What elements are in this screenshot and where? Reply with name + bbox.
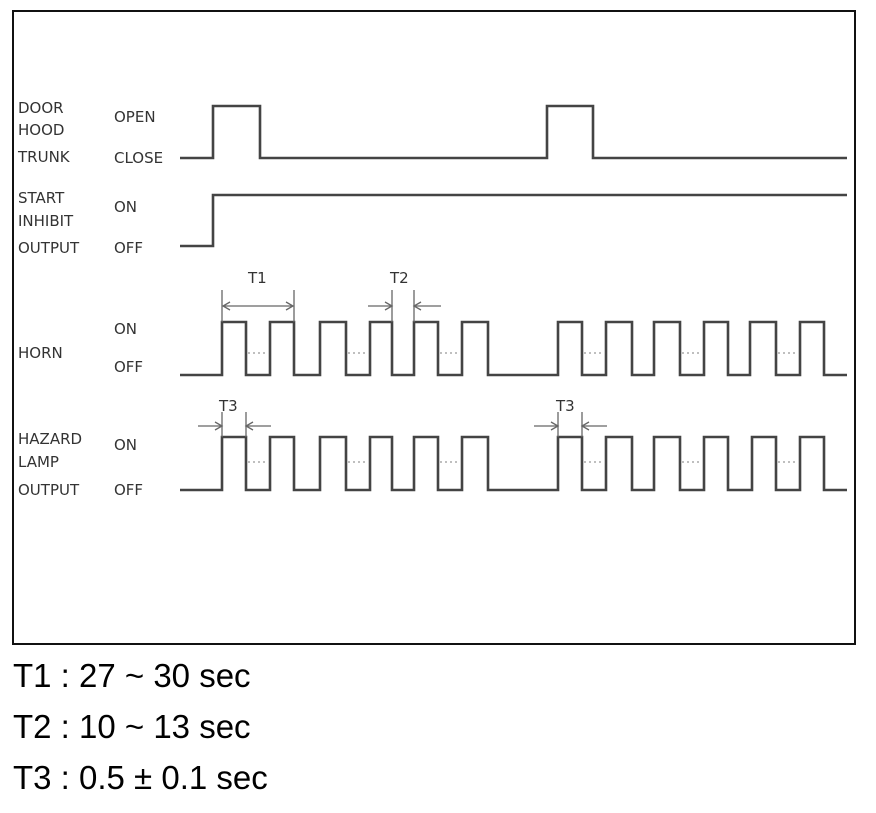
lamp-label: LAMP xyxy=(18,453,59,471)
horn-signal: HORN ON OFF xyxy=(18,320,847,377)
door-open-label: OPEN xyxy=(114,108,156,126)
start-inhibit-signal: START INHIBIT OUTPUT ON OFF xyxy=(18,189,847,257)
door-hood-trunk-signal: DOOR HOOD TRUNK OPEN CLOSE xyxy=(17,99,847,167)
inhibit-off-label: OFF xyxy=(114,239,143,257)
t3-second-label: T3 xyxy=(555,397,575,415)
t3-dimension-second: T3 xyxy=(534,397,607,437)
legend-t1: T1 : 27 ~ 30 sec xyxy=(13,657,251,694)
t1-label: T1 xyxy=(247,269,267,287)
timing-legend: T1 : 27 ~ 30 sec T2 : 10 ~ 13 sec T3 : 0… xyxy=(13,650,873,803)
hazard-off-label: OFF xyxy=(114,481,143,499)
inhibit-on-label: ON xyxy=(114,198,137,216)
door-close-label: CLOSE xyxy=(114,149,163,167)
t3-first-label: T3 xyxy=(218,397,238,415)
hazard-lamp-signal: HAZARD LAMP OUTPUT ON OFF xyxy=(18,430,847,499)
timing-diagram: DOOR HOOD TRUNK OPEN CLOSE START INHIBIT… xyxy=(12,10,856,645)
horn-waveform xyxy=(180,320,847,377)
door-label: DOOR xyxy=(18,99,64,117)
output-label: OUTPUT xyxy=(18,239,80,257)
t1-dimension: T1 xyxy=(221,269,295,322)
legend-t3: T3 : 0.5 ± 0.1 sec xyxy=(13,759,268,796)
start-label: START xyxy=(18,189,65,207)
door-waveform xyxy=(180,104,847,160)
horn-on-label: ON xyxy=(114,320,137,338)
horn-off-label: OFF xyxy=(114,358,143,376)
hazard-waveform xyxy=(180,435,847,492)
legend-t2: T2 : 10 ~ 13 sec xyxy=(13,708,251,745)
t2-label: T2 xyxy=(389,269,409,287)
trunk-label: TRUNK xyxy=(17,148,71,166)
hazard-output-label: OUTPUT xyxy=(18,481,80,499)
hazard-label: HAZARD xyxy=(18,430,82,448)
inhibit-label: INHIBIT xyxy=(18,212,74,230)
hazard-on-label: ON xyxy=(114,436,137,454)
t3-dimension-first: T3 xyxy=(198,397,271,437)
hood-label: HOOD xyxy=(18,121,64,139)
horn-label: HORN xyxy=(18,344,63,362)
inhibit-waveform xyxy=(180,193,847,248)
diagram-frame xyxy=(12,10,856,645)
t2-dimension: T2 xyxy=(368,269,441,322)
